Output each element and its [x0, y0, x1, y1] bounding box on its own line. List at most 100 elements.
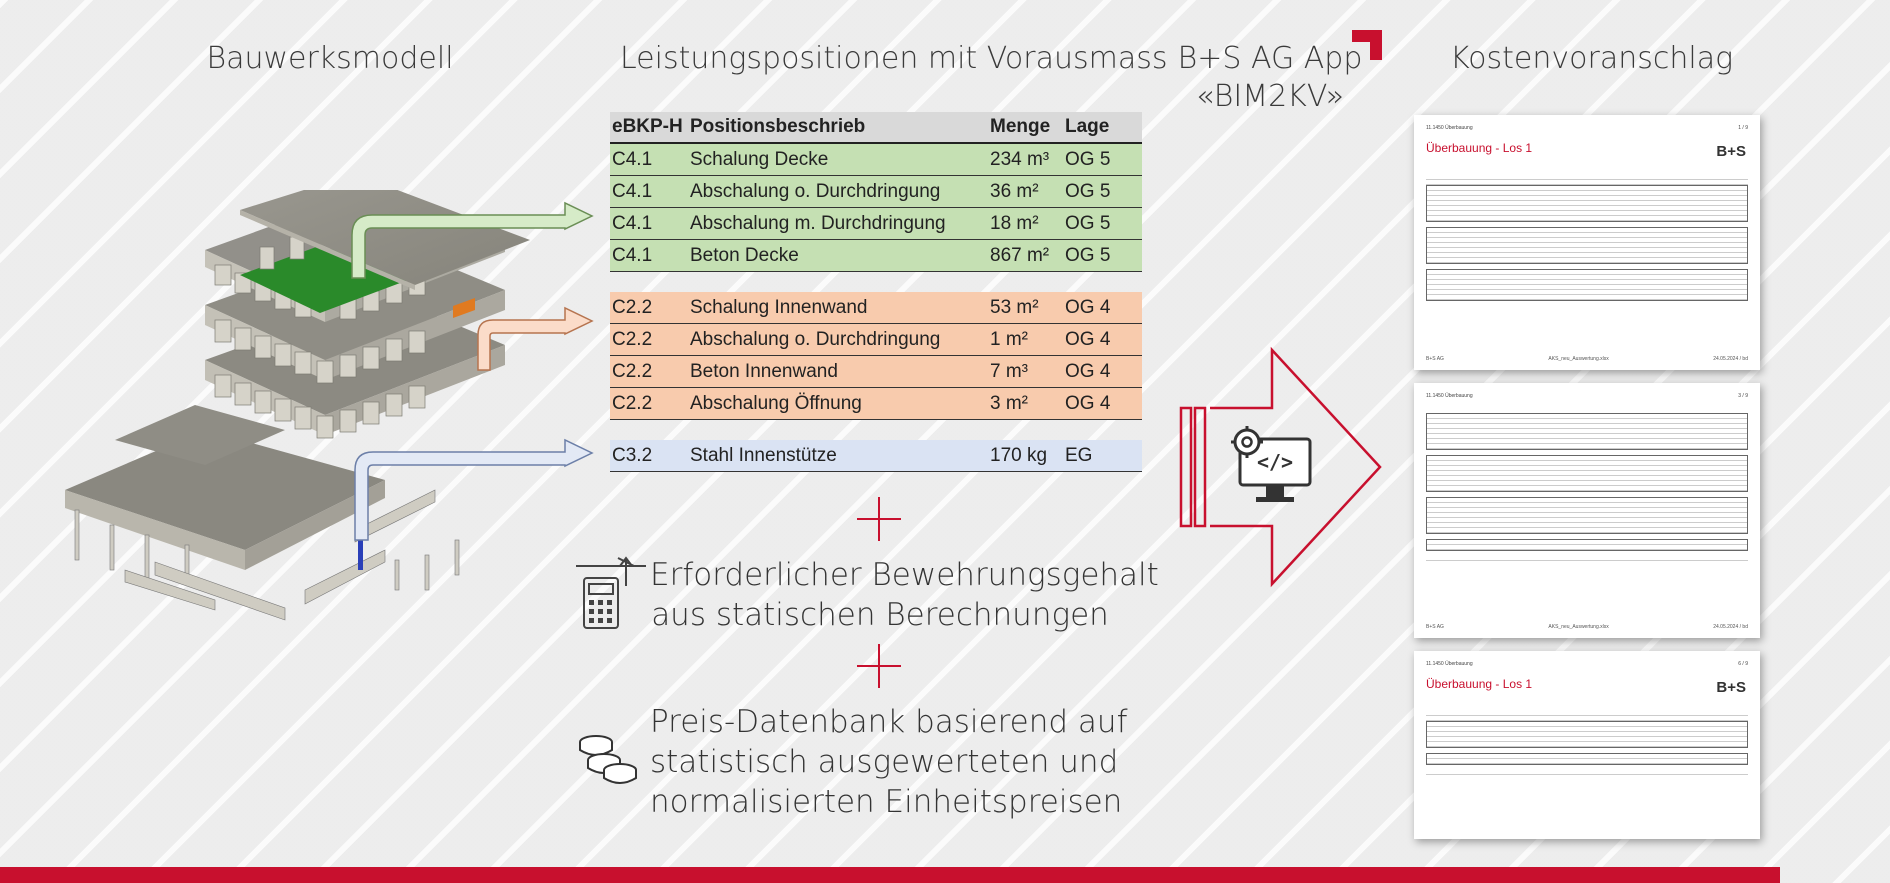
heading-app: B+S AG App «BIM2KV» [1170, 40, 1370, 116]
positions-table: eBKP-H Positionsbeschrieb Menge Lage C4.… [610, 112, 1142, 472]
doc-page-number: 3 / 9 [1738, 393, 1748, 399]
doc-logo: B+S [1716, 143, 1746, 160]
doc-footer: B+S AG AKS_neu_Auswertung.xlsx 24.05.202… [1426, 356, 1748, 362]
cell-code: C4.1 [612, 244, 653, 266]
doc-title: Überbauung - Los 1 [1426, 141, 1533, 155]
cell-qty: 3 m² [990, 392, 1028, 414]
cell-qty: 867 m² [990, 244, 1050, 266]
cell-qty: 53 m² [990, 296, 1039, 318]
doc-footer-left: B+S AG [1426, 356, 1444, 362]
cell-loc: OG 5 [1065, 180, 1111, 202]
header-code: eBKP-H [612, 116, 683, 137]
bs-logo-mark-icon [1352, 30, 1382, 60]
cell-desc: Abschalung o. Durchdringung [690, 328, 941, 350]
cell-desc: Schalung Innenwand [690, 296, 868, 318]
doc-page-number: 6 / 9 [1738, 661, 1748, 667]
doc-footer-mid: AKS_neu_Auswertung.xlsx [1548, 356, 1609, 362]
table-row: C4.1 Abschalung o. Durchdringung 36 m² O… [610, 176, 1142, 208]
cell-code: C2.2 [612, 296, 653, 318]
podium-block [65, 405, 460, 621]
group-spacer [610, 272, 1142, 292]
cell-loc: OG 4 [1065, 296, 1111, 318]
doc-footer-mid: AKS_neu_Auswertung.xlsx [1548, 624, 1609, 630]
cell-code: C4.1 [612, 180, 653, 202]
coins-icon [579, 735, 637, 784]
table-header: eBKP-H Positionsbeschrieb Menge Lage [610, 112, 1142, 144]
cell-desc: Stahl Innenstütze [690, 444, 837, 466]
table-row: C2.2 Schalung Innenwand 53 m² OG 4 [610, 292, 1142, 324]
plus-icon [857, 497, 901, 541]
doc-lines [1426, 175, 1748, 306]
cell-loc: EG [1065, 444, 1093, 466]
cost-document-page: 11.1450 Überbauung 6 / 9 Überbauung - Lo… [1414, 651, 1760, 839]
cell-code: C2.2 [612, 360, 653, 382]
highlight-innerwall [453, 298, 475, 318]
rebar-line1: Erforderlicher Bewehrungsgehalt [650, 557, 1159, 593]
code-monitor-gear-icon: </> [1231, 426, 1312, 502]
group-spacer [610, 420, 1142, 440]
plus-icon [857, 644, 901, 688]
table-row: C2.2 Abschalung Öffnung 3 m² OG 4 [610, 388, 1142, 420]
cell-code: C4.1 [612, 212, 653, 234]
doc-title: Überbauung - Los 1 [1426, 677, 1533, 691]
table-row: C4.1 Beton Decke 867 m² OG 5 [610, 240, 1142, 272]
table-row: C2.2 Beton Innenwand 7 m³ OG 4 [610, 356, 1142, 388]
cell-code: C2.2 [612, 392, 653, 414]
doc-footer-right: 24.05.2024 / bd [1713, 356, 1748, 362]
doc-header: 11.1450 Überbauung [1426, 661, 1473, 667]
doc-lines [1426, 413, 1748, 561]
heading-positions: Leistungspositionen mit Vorausmass [620, 41, 1168, 76]
cell-loc: OG 4 [1065, 360, 1111, 382]
cell-loc: OG 5 [1065, 148, 1111, 170]
app-arrow [1179, 346, 1382, 588]
cell-qty: 234 m³ [990, 148, 1050, 170]
calculator-crane-icon [576, 556, 646, 629]
cell-code: C3.2 [612, 444, 653, 466]
cell-qty: 1 m² [990, 328, 1028, 350]
blue-arrow [354, 438, 594, 541]
heading-app-line1: B+S AG App [1177, 41, 1363, 76]
heading-app-line2: «BIM2KV» [1195, 79, 1345, 114]
cell-qty: 36 m² [990, 180, 1039, 202]
rebar-line2: aus statischen Berechnungen [651, 597, 1109, 633]
cell-loc: OG 4 [1065, 328, 1111, 350]
cell-qty: 170 kg [990, 444, 1048, 466]
green-arrow [351, 201, 594, 279]
cell-loc: OG 5 [1065, 212, 1111, 234]
cell-loc: OG 5 [1065, 244, 1111, 266]
header-loc: Lage [1065, 116, 1110, 137]
rebar-info: Erforderlicher Bewehrungsgehalt aus stat… [650, 555, 1159, 635]
svg-text:</>: </> [1257, 450, 1293, 474]
doc-footer-right: 24.05.2024 / bd [1713, 624, 1748, 630]
doc-header: 11.1450 Überbauung [1426, 393, 1473, 399]
table-row: C2.2 Abschalung o. Durchdringung 1 m² OG… [610, 324, 1142, 356]
header-desc: Positionsbeschrieb [690, 116, 866, 137]
cell-code: C4.1 [612, 148, 653, 170]
cell-code: C2.2 [612, 328, 653, 350]
cell-desc: Schalung Decke [690, 148, 829, 170]
cost-document-page: 11.1450 Überbauung 1 / 9 Überbauung - Lo… [1414, 115, 1760, 370]
cell-desc: Abschalung Öffnung [690, 392, 862, 414]
cell-qty: 18 m² [990, 212, 1039, 234]
doc-logo: B+S [1716, 679, 1746, 696]
cell-loc: OG 4 [1065, 392, 1111, 414]
doc-footer-left: B+S AG [1426, 624, 1444, 630]
table-row: C4.1 Abschalung m. Durchdringung 18 m² O… [610, 208, 1142, 240]
cell-desc: Beton Decke [690, 244, 799, 266]
cell-desc: Beton Innenwand [690, 360, 838, 382]
cell-qty: 7 m³ [990, 360, 1028, 382]
table-row: C4.1 Schalung Decke 234 m³ OG 5 [610, 144, 1142, 176]
highlight-column [358, 540, 363, 570]
price-line1: Preis-Datenbank basierend auf [650, 704, 1128, 740]
doc-page-number: 1 / 9 [1738, 125, 1748, 131]
cell-desc: Abschalung m. Durchdringung [690, 212, 946, 234]
orange-arrow [477, 306, 594, 371]
header-qty: Menge [990, 116, 1051, 137]
price-line2: statistisch ausgewerteten und [650, 744, 1119, 780]
heading-model: Bauwerksmodell [206, 41, 454, 76]
doc-footer: B+S AG AKS_neu_Auswertung.xlsx 24.05.202… [1426, 624, 1748, 630]
price-info: Preis-Datenbank basierend auf statistisc… [650, 702, 1128, 822]
cell-desc: Abschalung o. Durchdringung [690, 180, 941, 202]
bottom-accent-bar [0, 867, 1780, 883]
